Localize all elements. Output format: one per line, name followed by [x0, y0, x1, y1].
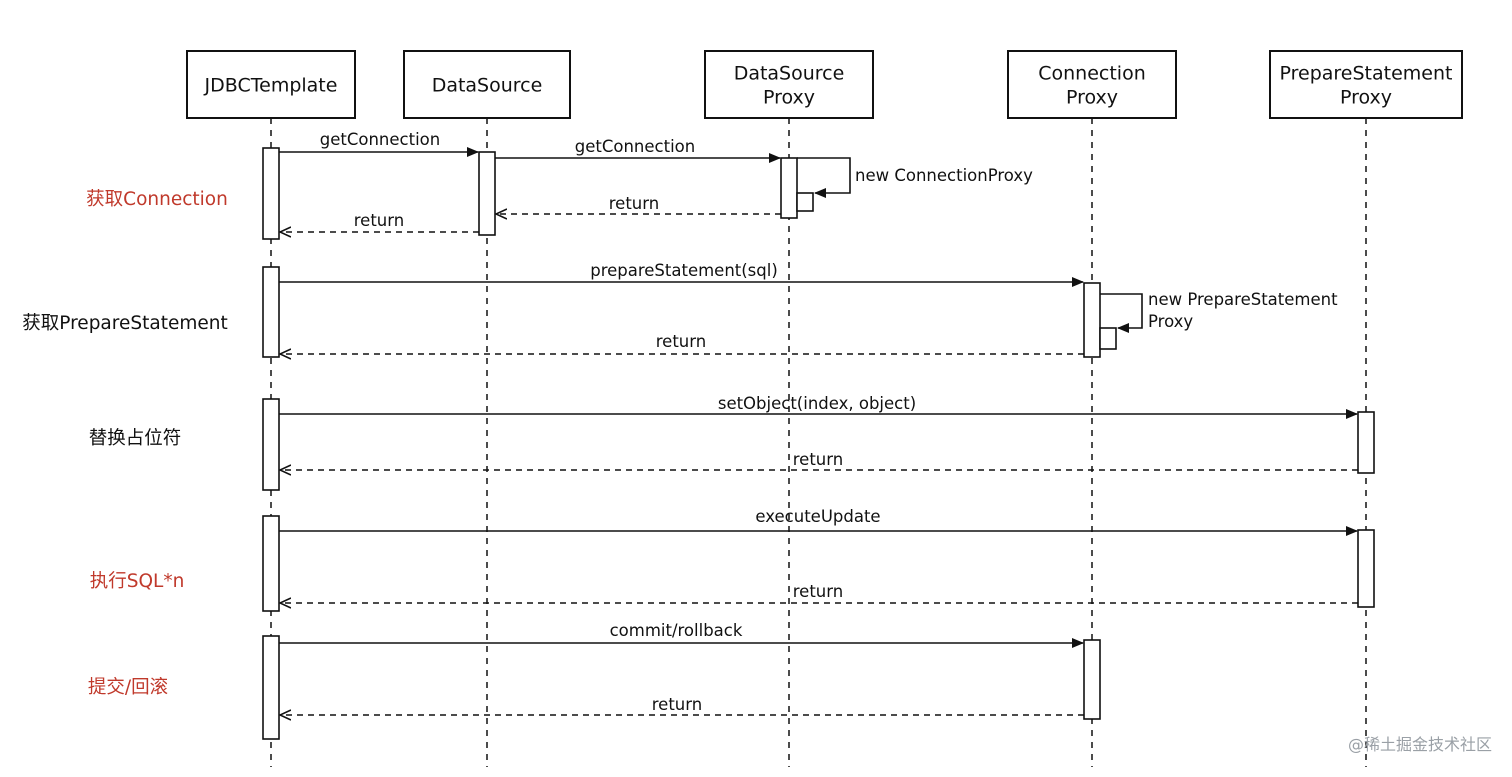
message-return: return — [280, 695, 1084, 715]
message-label: commit/rollback — [610, 621, 743, 640]
participant-box — [186, 50, 356, 119]
phase-label: 获取Connection — [86, 189, 228, 210]
phase-label: 替换占位符 — [89, 428, 182, 449]
participant-box — [704, 50, 874, 119]
participant-box — [1007, 50, 1177, 119]
watermark-text: @稀土掘金技术社区 — [1348, 735, 1492, 754]
message-return: return — [280, 582, 1358, 603]
participant-box — [403, 50, 571, 119]
participant-cp: ConnectionProxy — [1007, 50, 1177, 119]
activation-bar — [1357, 411, 1375, 474]
phase-label: 执行SQL*n — [90, 571, 185, 592]
activation-bar — [1083, 282, 1101, 358]
message-label: return — [793, 450, 843, 469]
message-label: new ConnectionProxy — [855, 166, 1033, 185]
participant-label: DataSource — [734, 63, 845, 85]
message-label: return — [656, 332, 706, 351]
activation-bar — [262, 147, 280, 240]
activation-bar — [262, 515, 280, 612]
message-call: prepareStatement(sql) — [279, 261, 1084, 287]
message-call: getConnection — [495, 137, 781, 163]
message-label: return — [609, 194, 659, 213]
message-call: getConnection — [279, 130, 479, 157]
participant-label: Connection — [1038, 63, 1146, 85]
message-call: setObject(index, object) — [279, 394, 1358, 419]
activation-bar — [478, 151, 496, 236]
message-label: new PrepareStatement — [1148, 290, 1338, 309]
phase-label: 提交/回滚 — [88, 677, 168, 698]
message-label: Proxy — [1148, 312, 1193, 331]
message-label: return — [354, 211, 404, 230]
participant-label: Proxy — [1066, 87, 1118, 109]
participant-jdbc: JDBCTemplate — [186, 50, 356, 119]
message-label: setObject(index, object) — [718, 394, 916, 413]
participant-box — [1269, 50, 1463, 119]
message-return: return — [280, 211, 479, 232]
participant-label: JDBCTemplate — [204, 75, 338, 97]
message-label: return — [652, 695, 702, 714]
message-return: return — [280, 450, 1358, 470]
activation-bar — [262, 398, 280, 491]
activation-bar — [1357, 529, 1375, 608]
activation-bar — [262, 635, 280, 740]
participant-label: PrepareStatement — [1280, 63, 1453, 85]
self-message-line — [797, 157, 851, 198]
participant-ds: DataSource — [403, 50, 571, 119]
message-return: return — [280, 332, 1084, 354]
activation-bar — [262, 266, 280, 358]
message-return: return — [496, 194, 781, 214]
self-message-line — [1100, 293, 1143, 333]
participant-label: Proxy — [1340, 87, 1392, 109]
message-label: prepareStatement(sql) — [590, 261, 778, 280]
activation-bar — [1083, 639, 1101, 720]
message-call: executeUpdate — [279, 507, 1358, 536]
activation-bar — [1099, 327, 1117, 350]
phase-label: 获取PrepareStatement — [22, 313, 227, 334]
message-label: getConnection — [320, 130, 440, 149]
message-label: return — [793, 582, 843, 601]
participant-label: Proxy — [763, 87, 815, 109]
message-call: commit/rollback — [279, 621, 1084, 648]
message-label: getConnection — [575, 137, 695, 156]
participant-label: DataSource — [432, 75, 543, 97]
activation-bar — [780, 157, 798, 219]
message-label: executeUpdate — [755, 507, 880, 526]
message-self: new ConnectionProxy — [797, 157, 1033, 198]
activation-bar — [796, 192, 814, 212]
